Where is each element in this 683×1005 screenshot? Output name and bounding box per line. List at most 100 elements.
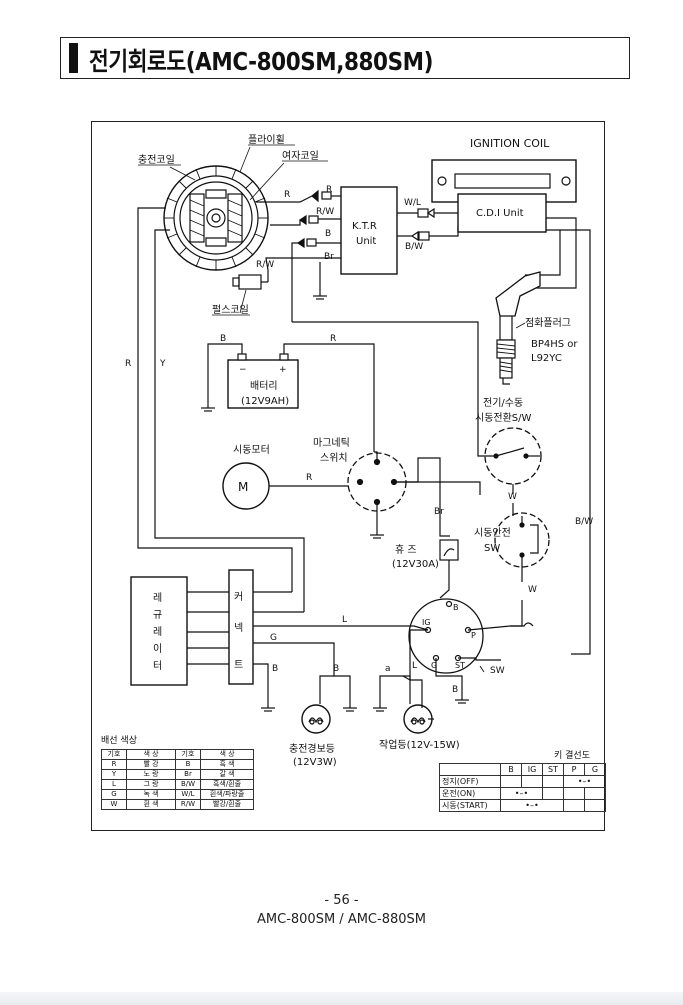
table-cell: 빨강/흰줄 [200,799,254,810]
wire-label-l: L [342,615,347,625]
table-cell: ST [542,763,564,776]
start-motor-label: 시동모터 [233,444,270,456]
wire-label-w-2: W [528,585,537,595]
table-cell: 그 랑 [126,779,176,790]
table-cell: 흰색/파랑줄 [200,789,254,800]
table-cell [584,787,606,800]
table-row: B IG ST P G [439,763,606,776]
wire-label-b-lamp: B [333,664,339,674]
table-cell: 기호 [175,749,201,760]
svg-text:+: + [279,365,287,375]
wire-label-r-3: R [125,359,131,369]
table-cell: 흑색/흰줄 [200,779,254,790]
pulse-coil [232,257,300,290]
wire-label-y: Y [159,359,166,369]
wire-label-br-2: Br [434,507,444,517]
page-number: - 56 - [324,893,359,908]
battery-label: 배터리 [250,380,278,392]
connector-char-3: 트 [234,660,243,671]
cdi-unit-box [457,193,547,233]
regulator-char-4: 이 [153,643,162,655]
table-cell [439,763,501,776]
table-cell: 시동(START) [439,799,501,812]
safety-switch [494,512,550,568]
work-lamp-label: 작업등(12V-15W) [379,738,460,751]
wire-label-b-battery: B [220,334,226,344]
table-cell [500,775,522,788]
spark-plug-model-2: L92YC [531,353,562,364]
title-bar-mark [69,43,78,73]
connector-box [228,569,254,685]
key-terminal-b: B [453,603,459,612]
key-switch [408,598,484,674]
wire-label-r: R [284,190,290,200]
table-cell: 색 상 [200,749,254,760]
wire-label-bw: B/W [405,242,423,252]
wire-label-r-2: R [326,185,332,195]
battery-box [227,359,299,409]
wire-label-b-connector: B [272,664,278,674]
table-cell: W/L [175,789,201,800]
work-lamp [403,704,433,734]
wire-label-w: W [508,492,517,502]
wire-label-r-battery: R [330,334,336,344]
table-cell: R/W [175,799,201,810]
table-cell: 정지(OFF) [439,775,501,788]
wire-label-rw: R/W [316,207,334,217]
table-cell [500,787,543,800]
diagram-frame [91,121,605,831]
fuse-label: 휴 즈 [395,544,417,556]
start-switch-label-2: 시동전환S/W [475,412,532,424]
table-cell: 노 랑 [126,769,176,780]
regulator-char-5: 터 [153,660,162,672]
model-footer: AMC-800SM / AMC-880SM [257,912,426,927]
table-cell [563,799,585,812]
wire-label-b: B [325,229,331,239]
table-cell: B [175,759,201,770]
regulator-char-1: 레 [153,592,162,604]
table-row: G 녹 색 W/L 흰색/파랑줄 [101,789,254,800]
table-row: R 빨 강 B 흑 색 [101,759,254,770]
wire-label-wl: W/L [404,198,421,208]
safety-switch-label: 시동안전 [474,527,511,539]
safety-switch-label-2: SW [484,543,500,554]
table-row: 운전(ON) [439,787,606,800]
wire-color-table-title: 배선 색상 [101,736,137,746]
table-cell [563,775,606,788]
battery-spec: (12V9AH) [241,396,289,407]
table-cell: 색 상 [126,749,176,760]
table-cell: Y [101,769,127,780]
exciter-coil-label: 여자코일 [282,150,319,162]
connector-char-1: 커 [234,591,243,603]
charging-coil-label: 충전코일 [138,154,175,166]
table-cell [521,775,543,788]
table-cell: 흰 색 [126,799,176,810]
charge-lamp-spec: (12V3W) [293,757,337,768]
key-terminal-ig: IG [422,618,431,627]
flywheel-label: 플라이휠 [248,133,285,146]
table-cell: 빨 강 [126,759,176,770]
svg-text:−: − [239,365,247,375]
key-switch-table-title: 키 결선도 [554,751,590,761]
key-terminal-p: P [471,631,476,640]
table-cell: IG [521,763,543,776]
flywheel-assembly [163,165,269,271]
wire-label-a: a [385,664,391,674]
fuse-spec: (12V30A) [392,559,439,570]
table-cell: B/W [175,779,201,790]
scan-edge [0,992,683,1005]
table-cell: Br [175,769,201,780]
key-terminal-g: G [431,661,437,670]
magnetic-switch-label-2: 스위치 [320,451,348,464]
charge-lamp [301,704,331,734]
key-switch-table: B IG ST P G 정지(OFF) 운전(ON) 시동(START) [439,763,606,812]
table-cell: 흑 색 [200,759,254,770]
table-row: W 흰 색 R/W 빨강/흰줄 [101,799,254,810]
table-row: 기호 색 상 기호 색 상 [101,749,254,760]
cdi-unit-label: C.D.I Unit [476,208,524,219]
wire-label-l-2: L [412,661,417,671]
table-row: Y 노 랑 Br 갈 색 [101,769,254,780]
table-cell: L [101,779,127,790]
pulse-coil-label: 펄스코일 [212,304,249,316]
